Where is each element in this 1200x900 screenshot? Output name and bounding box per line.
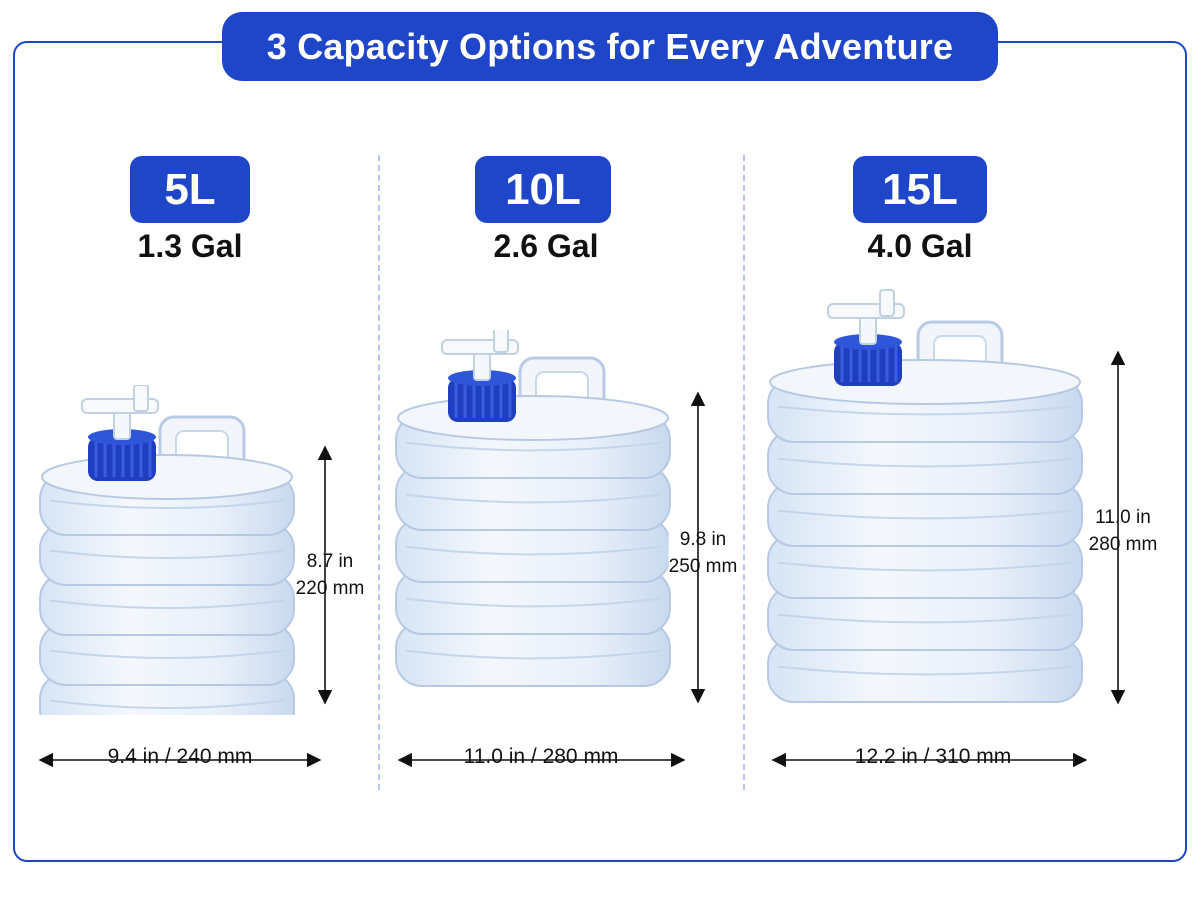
column-divider [378,155,380,790]
gallon-label: 4.0 Gal [867,228,973,264]
capacity-badge: 5L [130,156,250,223]
column-divider [743,155,745,790]
capacity-badge: 15L [853,156,987,223]
water-jug-15l-image [767,289,1083,703]
water-jug-10l-image [395,330,671,687]
water-jug-5l-image [39,385,295,715]
capacity-badge: 10L [475,156,611,223]
gallon-label: 2.6 Gal [493,228,599,264]
page-title: 3 Capacity Options for Every Adventure [222,12,998,81]
gallon-label: 1.3 Gal [137,228,243,264]
